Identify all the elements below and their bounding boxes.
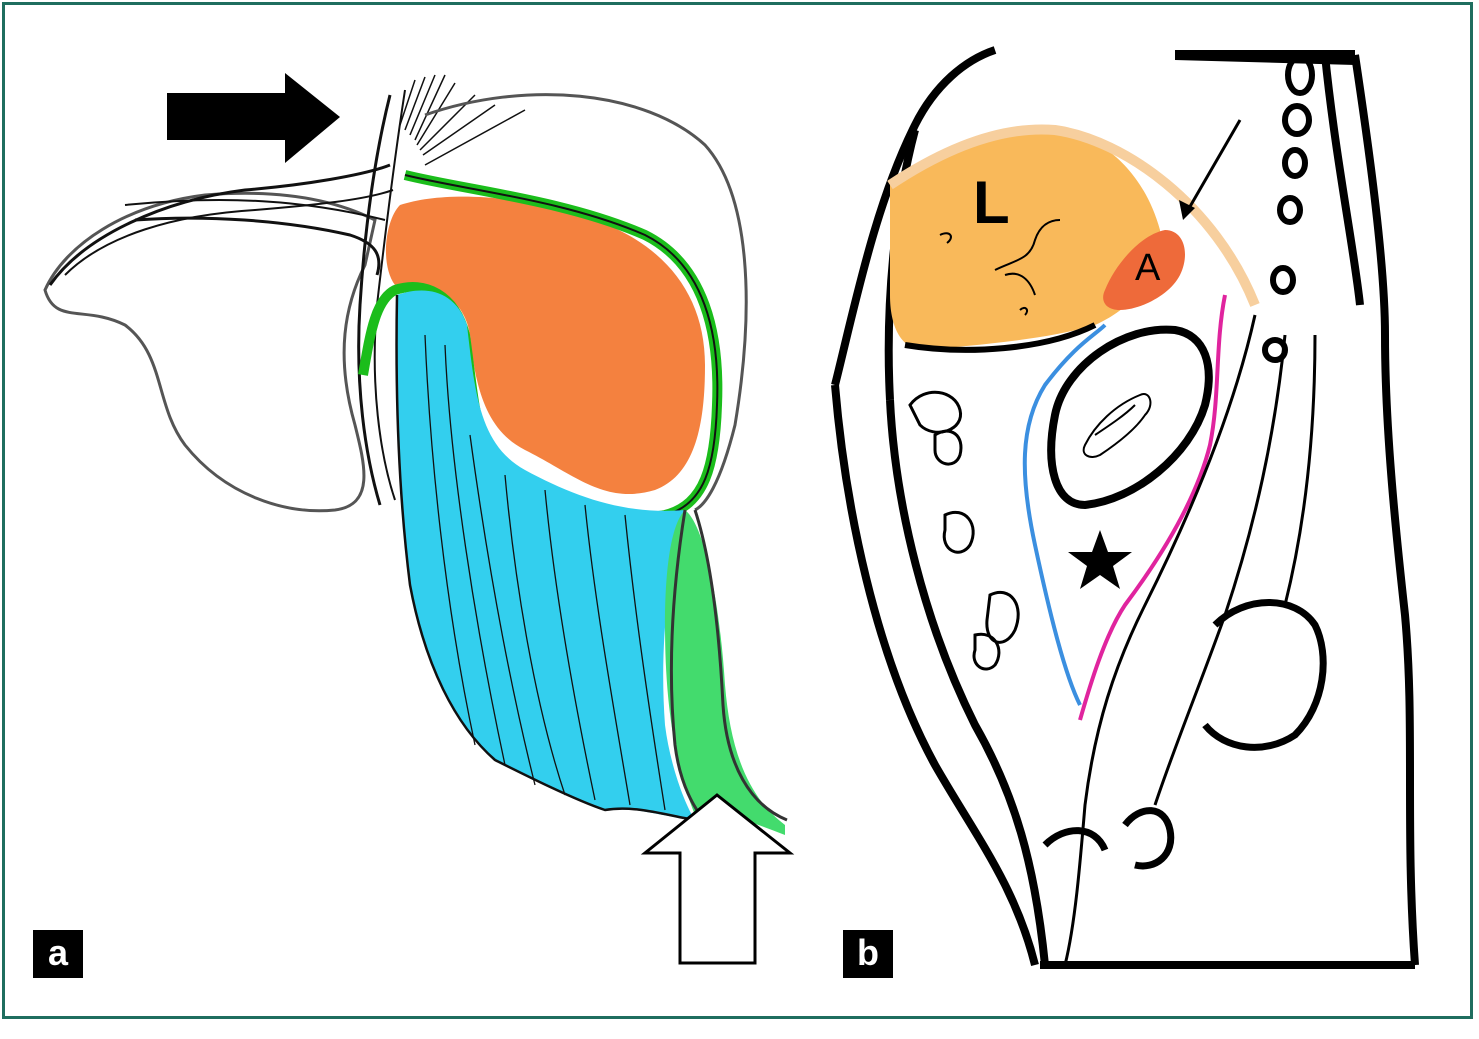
kidney-outline	[1047, 325, 1213, 510]
top-band	[1175, 50, 1355, 65]
organ-outline-left	[43, 191, 377, 513]
blue-line	[1022, 323, 1107, 706]
liver	[890, 129, 1161, 350]
liver-vessels	[939, 219, 1061, 316]
white-arrow-icon	[640, 793, 795, 965]
blue-fan	[396, 290, 695, 820]
panel-a-drawing	[43, 73, 795, 965]
vessel-lines	[48, 163, 391, 286]
panel-a: a	[5, 5, 795, 1015]
panel-a-badge: a	[33, 930, 83, 978]
vertebra-outlines	[1262, 54, 1315, 363]
fiber-tuft	[399, 74, 526, 166]
kidney-inner	[1082, 393, 1152, 458]
adrenal	[1103, 230, 1185, 310]
thin-arrow-icon	[1179, 119, 1242, 220]
panel-b-drawing: L A	[831, 46, 1419, 969]
body-wall-lines	[831, 46, 1419, 969]
panel-b: L A	[795, 5, 1471, 1015]
adrenal-label: A	[1135, 247, 1161, 289]
light-green-strip	[665, 510, 785, 835]
star-icon	[1068, 530, 1132, 589]
muscle-lines	[1063, 314, 1317, 966]
liver-label: L	[973, 169, 1010, 236]
orange-mass	[385, 196, 705, 495]
figure-frame: a	[2, 2, 1473, 1019]
organ-outline-upper	[424, 93, 748, 512]
fan-striations	[424, 334, 666, 811]
panel-b-badge: b	[843, 930, 893, 978]
black-arrow-icon	[167, 73, 340, 163]
magenta-line	[1078, 294, 1227, 721]
bowel-loops	[908, 390, 1020, 671]
pelvic-bones	[1042, 599, 1327, 870]
